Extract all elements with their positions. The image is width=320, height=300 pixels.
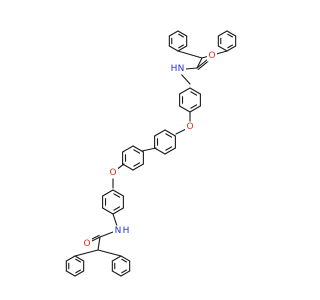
phenyl-bottom-right-bond [120, 255, 131, 262]
phenyl-top-left-bond [168, 30, 179, 37]
phenyl-biphenyl-right-bond [164, 147, 176, 155]
phenyl-biphenyl-left-bond [132, 163, 144, 171]
atom-n-bottom: N [113, 225, 123, 237]
phenyl-aniline-bottom-inner [113, 193, 121, 198]
svg-text:N: N [115, 226, 122, 236]
atom-o-bottom: O [82, 238, 92, 250]
atom-o-ether-2: O [108, 167, 118, 179]
phenyl-bottom-left-bond [74, 255, 85, 262]
phenyl-aniline-bottom-inner [113, 206, 121, 211]
phenyl-top-right-bond [226, 30, 237, 37]
bond-lines [65, 30, 237, 277]
phenyl-aniline-top-inner [190, 91, 198, 96]
phenyl-biphenyl-left-bond [122, 163, 134, 171]
bond-ch-phenyl [74, 249, 99, 257]
bond-co-ch [97, 236, 101, 251]
phenyl-bottom-left-bond [65, 255, 76, 262]
phenyl-biphenyl-right-inner [165, 146, 173, 151]
bond-n-c [99, 231, 114, 238]
phenyl-bottom-right-inner [121, 269, 128, 274]
svg-text:O: O [186, 122, 193, 132]
phenyl-top-left-bond [177, 30, 188, 37]
phenyl-aniline-top-bond [189, 105, 201, 113]
phenyl-biphenyl-right-bond [154, 129, 166, 137]
chemical-structure: O N H O O N H O [65, 30, 237, 277]
phenyl-biphenyl-right-inner [165, 133, 173, 138]
phenyl-biphenyl-left-bond [122, 145, 134, 153]
bond-ch-phenyl [97, 249, 122, 257]
atom-labels: O N H O O N H O [82, 50, 217, 250]
atom-h-top: H [171, 64, 178, 74]
bond-carbonyl [196, 58, 209, 69]
phenyl-bottom-right-bond [111, 255, 122, 262]
phenyl-aniline-top-bond [179, 87, 191, 95]
phenyl-aniline-top-bond [179, 105, 191, 113]
bond-ring-n [112, 213, 118, 227]
phenyl-biphenyl-left-bond [132, 145, 144, 153]
bond-ch-co [196, 57, 203, 69]
phenyl-top-right-bond [217, 30, 228, 37]
bond-ch-phenyl [177, 50, 203, 59]
phenyl-top-right-bond [217, 45, 228, 52]
phenyl-aniline-top-bond [189, 87, 201, 95]
svg-text:N: N [178, 64, 185, 74]
phenyl-top-left-bond [177, 45, 188, 52]
bond-carbonyl-second [197, 59, 210, 70]
bond-c-n [185, 67, 198, 70]
svg-text:H: H [171, 64, 178, 74]
svg-text:H: H [123, 226, 130, 236]
phenyl-bottom-right-bond [111, 270, 122, 277]
bond-n-ring [180, 73, 191, 85]
phenyl-top-right-inner [227, 44, 234, 49]
svg-text:O: O [83, 239, 90, 249]
phenyl-aniline-bottom-bond [112, 207, 124, 215]
atom-o-ether-1: O [185, 121, 195, 133]
phenyl-aniline-top-inner [190, 104, 198, 109]
phenyl-biphenyl-left-inner [133, 149, 141, 154]
phenyl-aniline-bottom-bond [102, 189, 114, 197]
phenyl-top-left-bond [168, 45, 179, 52]
bond-biphenyl-link [141, 147, 157, 152]
phenyl-biphenyl-right-bond [154, 147, 166, 155]
phenyl-top-left-inner [178, 33, 185, 38]
atom-o-top: O [207, 50, 217, 62]
phenyl-bottom-left-bond [74, 270, 85, 277]
svg-text:O: O [109, 168, 116, 178]
phenyl-aniline-bottom-bond [102, 207, 114, 215]
phenyl-top-right-inner [227, 33, 234, 38]
phenyl-bottom-right-inner [121, 258, 128, 263]
phenyl-bottom-left-inner [75, 269, 82, 274]
atom-h-bottom: H [123, 226, 130, 236]
phenyl-bottom-left-bond [65, 270, 76, 277]
svg-text:O: O [208, 51, 215, 61]
phenyl-biphenyl-right-bond [164, 129, 176, 137]
phenyl-biphenyl-left-inner [133, 162, 141, 167]
phenyl-bottom-left-inner [75, 258, 82, 263]
atom-n-top: N [176, 63, 186, 75]
phenyl-aniline-bottom-bond [112, 189, 124, 197]
phenyl-top-right-bond [226, 45, 237, 52]
phenyl-top-left-inner [178, 44, 185, 49]
bond-o-ring [175, 128, 187, 135]
phenyl-bottom-right-bond [120, 270, 131, 277]
